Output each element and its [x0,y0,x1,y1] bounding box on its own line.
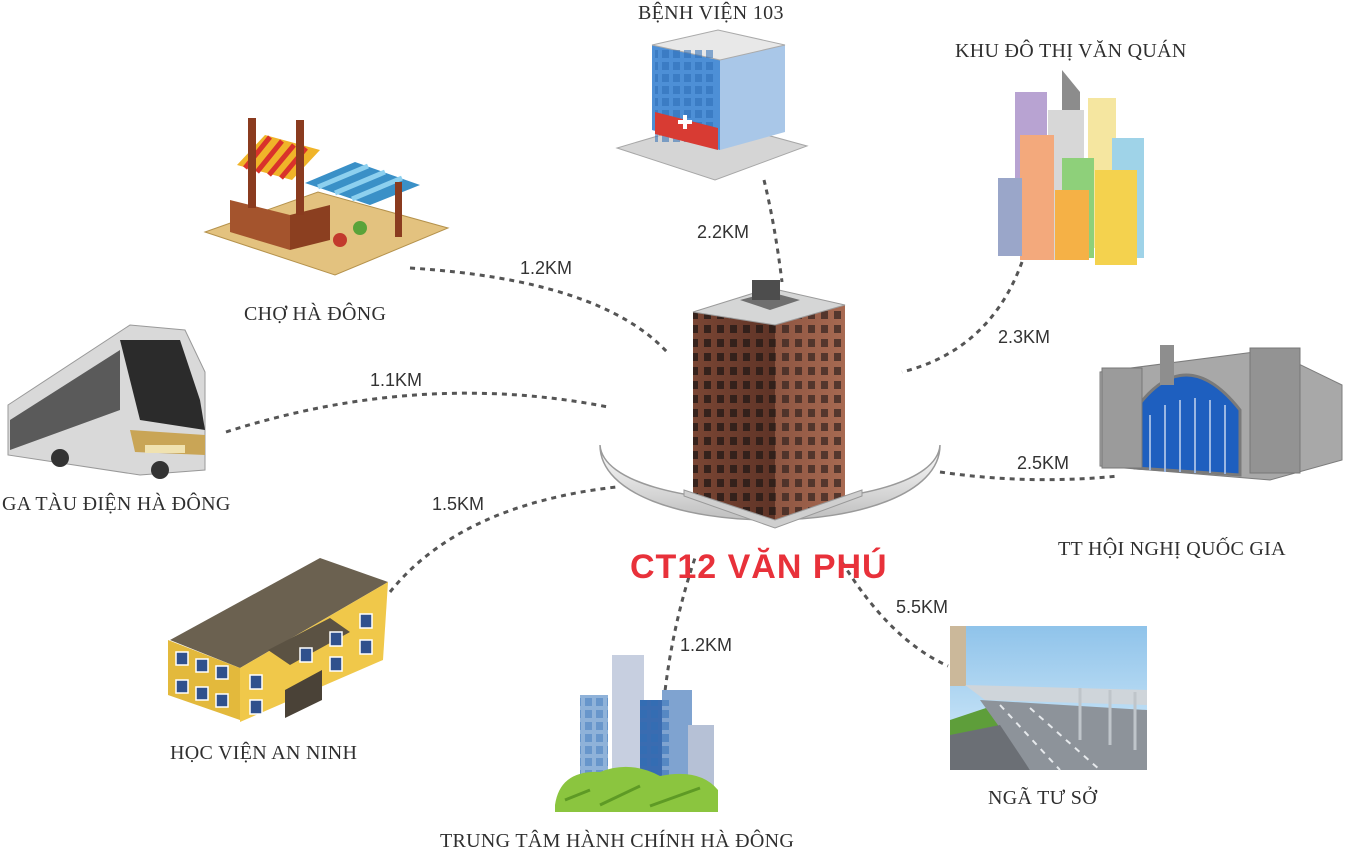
connector-nga-tu-so [840,561,949,668]
distance-trung-tam-hanh-chinh-ha-dong: 1.2KM [680,635,733,655]
convention-center-icon [1099,345,1343,481]
connector-trung-tam-hanh-chinh [662,554,698,701]
label-ga-tau-dien-ha-dong: GA TÀU ĐIỆN HÀ ĐÔNG [2,493,231,515]
connector-hoc-vien-an-ninh [388,485,617,593]
distance-cho-ha-dong: 1.2KM [520,258,573,278]
center-tower-icon [683,280,863,529]
label-hoc-vien-an-ninh: HỌC VIỆN AN NINH [170,742,358,764]
label-benh-vien-103: BỆNH VIỆN 103 [638,2,784,24]
overpass-road-icon [950,626,1147,771]
distance-ga-tau-dien-ha-dong: 1.1KM [370,370,423,390]
connector-khu-do-thi-van-quan [901,261,1024,374]
connector-lines [225,179,1119,701]
city-office-icon [555,655,718,812]
distance-hoc-vien-an-ninh: 1.5KM [432,494,485,514]
skyscrapers-icon [998,70,1144,265]
label-khu-do-thi-van-quan: KHU ĐÔ THỊ VĂN QUÁN [955,40,1187,62]
distance-khu-do-thi-van-quan: 2.3KM [998,327,1051,347]
label-tt-hoi-nghi-quoc-gia: TT HỘI NGHỊ QUỐC GIA [1058,538,1286,560]
connector-benh-vien-103 [762,179,784,283]
market-icon [203,118,450,276]
distance-nga-tu-so: 5.5KM [896,597,949,617]
center-title: CT12 VĂN PHÚ [630,548,888,586]
school-building-icon [168,558,388,722]
label-trung-tam-hanh-chinh-ha-dong: TRUNG TÂM HÀNH CHÍNH HÀ ĐÔNG [440,830,795,852]
label-cho-ha-dong: CHỢ HÀ ĐÔNG [244,303,387,325]
distance-benh-vien-103: 2.2KM [697,222,750,242]
distance-tt-hoi-nghi-quoc-gia: 2.5KM [1017,453,1070,473]
tram-icon [7,324,206,479]
connector-tt-hoi-nghi-quoc-gia [939,470,1119,482]
connector-ga-tau-dien-ha-dong [225,391,609,434]
connector-cho-ha-dong [409,266,669,354]
hospital-icon [615,29,809,181]
label-nga-tu-so: NGÃ TƯ SỞ [988,787,1097,809]
